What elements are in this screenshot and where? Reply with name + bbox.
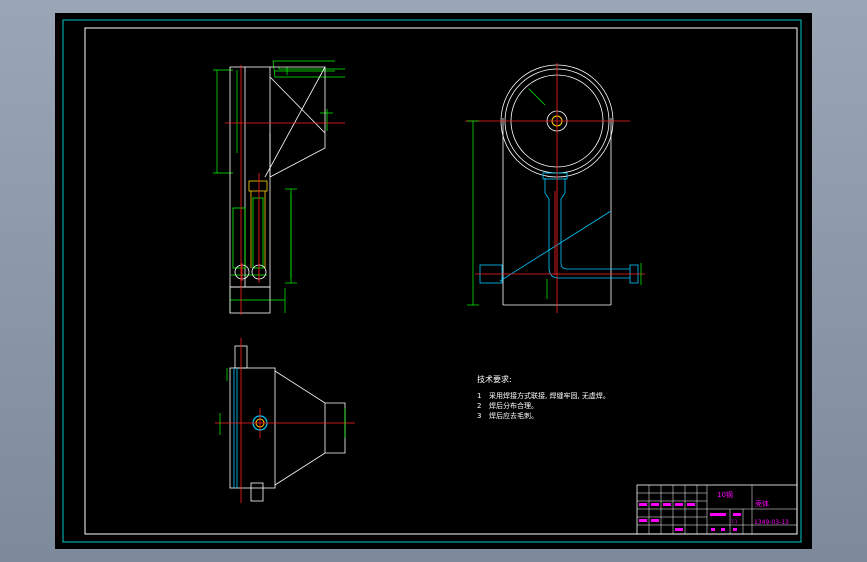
side-view-dimensions <box>467 88 642 306</box>
inner-frame <box>84 27 798 535</box>
tech-req-title: 技术要求: <box>477 375 512 384</box>
front-view <box>213 60 345 315</box>
section-line <box>499 210 612 282</box>
side-pipe <box>479 172 639 284</box>
drawing-canvas <box>62 19 802 543</box>
material-label: 10钢 <box>717 491 733 499</box>
front-pipe <box>248 180 268 268</box>
outer-frame <box>62 19 802 543</box>
scale-label: 1:1 <box>731 519 738 524</box>
title-block <box>636 484 798 535</box>
side-view <box>465 63 645 313</box>
title-block-grid-text <box>639 503 741 531</box>
top-view <box>215 338 355 503</box>
top-view-dimensions <box>219 368 346 438</box>
drawing-number-label: 1349-03-13 <box>754 519 789 526</box>
part-name-label: 壳体 <box>755 500 769 508</box>
